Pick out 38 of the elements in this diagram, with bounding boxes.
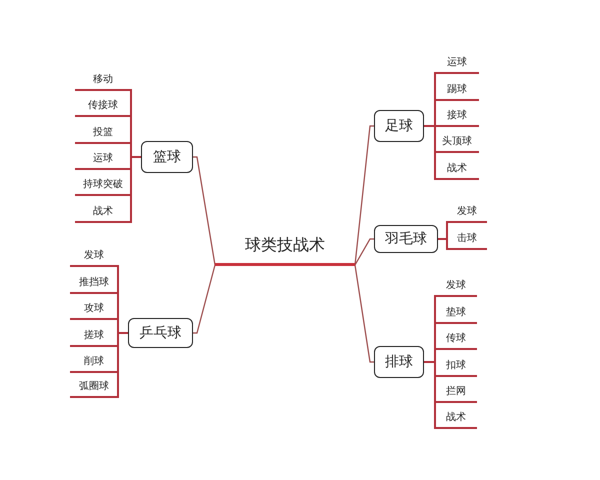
connector-line (193, 264, 216, 334)
subtopic-label: 推挡球 (70, 273, 118, 293)
connector-line (354, 238, 374, 266)
subtopic-label: 持球突破 (75, 175, 131, 195)
subtopic-label: 击球 (447, 229, 487, 249)
subtopic-label: 攻球 (70, 299, 118, 319)
connector-line (354, 125, 374, 266)
subtopic-label: 战术 (435, 159, 479, 179)
topic-box: 篮球 (141, 141, 193, 173)
subtopic-label: 发球 (435, 276, 477, 296)
topic-box: 乒乓球 (128, 318, 193, 348)
topic-box: 排球 (374, 346, 424, 378)
subtopic-label: 运球 (435, 53, 479, 73)
subtopic-label: 移动 (75, 70, 131, 90)
subtopic-label: 扣球 (435, 356, 477, 376)
topic-box: 羽毛球 (374, 225, 438, 253)
connector-line (424, 361, 477, 429)
subtopic-label: 投篮 (75, 123, 131, 143)
connector-line (193, 156, 216, 266)
subtopic-label: 发球 (70, 246, 118, 266)
subtopic-label: 运球 (75, 149, 131, 169)
subtopic-label: 头顶球 (435, 132, 479, 152)
connector-line (438, 238, 487, 250)
subtopic-label: 拦网 (435, 382, 477, 402)
subtopic-label: 垫球 (435, 303, 477, 323)
subtopic-label: 传球 (435, 329, 477, 349)
subtopic-label: 踢球 (435, 80, 479, 100)
subtopic-label: 传接球 (75, 96, 131, 116)
subtopic-label: 战术 (435, 408, 477, 428)
connector-line (354, 264, 374, 363)
subtopic-label: 削球 (70, 352, 118, 372)
subtopic-label: 发球 (447, 202, 487, 222)
topic-title: 球类技战术 (215, 228, 355, 266)
subtopic-label: 接球 (435, 106, 479, 126)
subtopic-label: 搓球 (70, 326, 118, 346)
topic-box: 足球 (374, 110, 424, 142)
subtopic-label: 弧圈球 (70, 377, 118, 397)
subtopic-label: 战术 (75, 202, 131, 222)
